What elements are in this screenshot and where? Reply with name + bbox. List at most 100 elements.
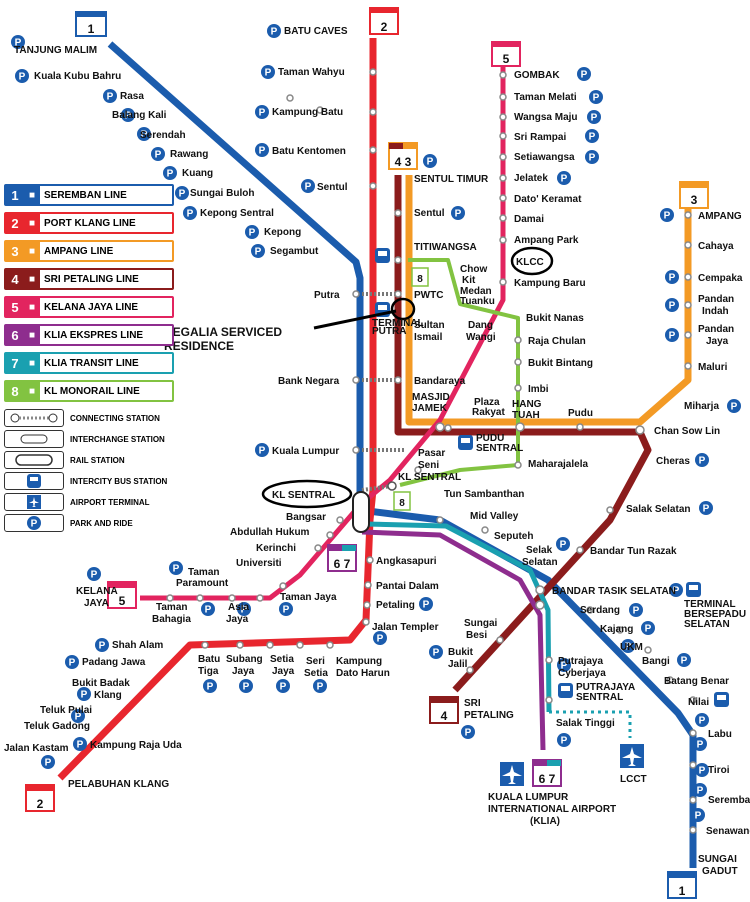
svg-text:1: 1 <box>679 884 686 898</box>
svg-text:SRI: SRI <box>464 698 481 709</box>
interchange-station-icon <box>4 430 64 448</box>
legend-line-label: SEREMBAN LINE <box>44 189 127 201</box>
svg-text:Seputeh: Seputeh <box>494 531 533 542</box>
legend-symbol-row: INTERCHANGE STATION <box>4 429 174 449</box>
legend-line-6: 6■KLIA EKSPRES LINE <box>4 324 174 346</box>
legend-symbol-row: INTERCITY BUS STATION <box>4 471 174 491</box>
svg-text:Chow: Chow <box>460 264 487 275</box>
svg-text:Balang Kali: Balang Kali <box>112 110 167 121</box>
svg-text:8: 8 <box>399 498 405 509</box>
svg-text:Universiti: Universiti <box>236 558 282 569</box>
svg-text:Kampung Raja Uda: Kampung Raja Uda <box>90 740 182 751</box>
svg-text:KL SENTRAL: KL SENTRAL <box>398 472 461 483</box>
svg-text:Jalan Kastam: Jalan Kastam <box>4 743 69 754</box>
svg-text:Rasa: Rasa <box>120 91 144 102</box>
svg-text:Selak: Selak <box>526 545 553 556</box>
svg-text:Bangi: Bangi <box>642 656 670 667</box>
legend-symbol-label: INTERCITY BUS STATION <box>70 476 168 486</box>
train-icon: ■ <box>24 382 40 400</box>
svg-text:PUTRAJAYA: PUTRAJAYA <box>576 682 635 693</box>
legend-line-number: 3 <box>6 242 24 260</box>
svg-text:Petaling: Petaling <box>376 600 415 611</box>
svg-text:Wangsa Maju: Wangsa Maju <box>514 112 578 123</box>
kl-sentral-highlight <box>261 479 353 509</box>
svg-text:Kuala Kubu Bahru: Kuala Kubu Bahru <box>34 71 121 82</box>
svg-text:Tuanku: Tuanku <box>460 296 495 307</box>
svg-text:Padang Jawa: Padang Jawa <box>82 657 146 668</box>
svg-text:(KLIA): (KLIA) <box>530 816 560 827</box>
svg-text:TERMINAL: TERMINAL <box>372 318 424 329</box>
annotation-pointer <box>313 309 397 330</box>
svg-text:Pandan: Pandan <box>698 294 734 305</box>
svg-text:5: 5 <box>119 594 126 608</box>
svg-text:AMPANG: AMPANG <box>698 211 742 222</box>
train-icon: ■ <box>24 270 40 288</box>
svg-text:Miharja: Miharja <box>684 401 719 412</box>
klia-ekspres-line <box>361 529 546 751</box>
train-icon: ■ <box>24 214 40 232</box>
legend-symbol-label: AIRPORT TERMINAL <box>70 497 150 507</box>
svg-text:BATU CAVES: BATU CAVES <box>284 26 348 37</box>
svg-text:Mid Valley: Mid Valley <box>470 511 519 522</box>
svg-text:Sri Rampai: Sri Rampai <box>514 132 566 143</box>
svg-text:GOMBAK: GOMBAK <box>514 70 560 81</box>
klia-transit-line <box>365 521 552 713</box>
legend-line-number: 5 <box>6 298 24 316</box>
badge-line-3: 3 <box>679 181 709 209</box>
svg-text:BERSEPADU: BERSEPADU <box>684 609 746 620</box>
seremban-line <box>107 41 697 868</box>
svg-text:Ismail: Ismail <box>414 332 443 343</box>
legend-line-number: 1 <box>6 186 24 204</box>
badge-line-8-titiwangsa: 8 <box>411 267 429 287</box>
svg-text:Imbi: Imbi <box>528 384 549 395</box>
svg-text:Jaya: Jaya <box>706 336 729 347</box>
svg-text:Seremban: Seremban <box>708 795 750 806</box>
badge-line-2-top: 2 <box>369 7 399 35</box>
svg-text:Cyberjaya: Cyberjaya <box>558 668 606 679</box>
svg-text:Jalan Templer: Jalan Templer <box>372 622 439 633</box>
svg-text:2: 2 <box>37 797 44 811</box>
legend-line-number: 6 <box>6 326 24 344</box>
legend-line-label: SRI PETALING LINE <box>44 273 139 285</box>
legend-line-2: 2■PORT KLANG LINE <box>4 212 174 234</box>
svg-text:Taman Melati: Taman Melati <box>514 92 577 103</box>
svg-text:Tiroi: Tiroi <box>708 765 730 776</box>
svg-text:Bandaraya: Bandaraya <box>414 376 466 387</box>
badge-line-8-sentral: 8 <box>393 491 411 511</box>
svg-text:KELANA: KELANA <box>76 586 118 597</box>
svg-text:Nilai: Nilai <box>688 697 709 708</box>
legend-line-number: 4 <box>6 270 24 288</box>
svg-text:Kampung: Kampung <box>336 656 382 667</box>
svg-text:4 3: 4 3 <box>395 155 412 169</box>
svg-text:Taman Jaya: Taman Jaya <box>280 592 337 603</box>
svg-text:Kerinchi: Kerinchi <box>256 543 296 554</box>
legend-line-7: 7■KLIA TRANSIT LINE <box>4 352 174 374</box>
svg-text:Kepong: Kepong <box>264 227 301 238</box>
legend-line-number: 8 <box>6 382 24 400</box>
svg-text:KL SENTRAL: KL SENTRAL <box>272 490 335 501</box>
svg-text:PWTC: PWTC <box>414 290 443 301</box>
legend-line-label: KLIA EKSPRES LINE <box>44 329 144 341</box>
legend-symbol-row: CONNECTING STATION <box>4 408 174 428</box>
bus-icon <box>4 472 64 490</box>
svg-text:Medan: Medan <box>460 286 492 297</box>
legend-line-3: 3■AMPANG LINE <box>4 240 174 262</box>
svg-text:Teluk Gadong: Teluk Gadong <box>24 721 90 732</box>
svg-text:Kampung Baru: Kampung Baru <box>514 278 586 289</box>
svg-text:RESIDENCE: RESIDENCE <box>164 339 234 353</box>
svg-text:Dato' Keramat: Dato' Keramat <box>514 194 582 205</box>
svg-text:Rawang: Rawang <box>170 149 208 160</box>
svg-text:Indah: Indah <box>702 306 729 317</box>
svg-text:Angkasapuri: Angkasapuri <box>376 556 437 567</box>
svg-text:Selatan: Selatan <box>522 557 558 568</box>
svg-text:Salak Tinggi: Salak Tinggi <box>556 718 615 729</box>
legend-line-number: 2 <box>6 214 24 232</box>
svg-text:Cempaka: Cempaka <box>698 273 743 284</box>
legend-symbol-label: CONNECTING STATION <box>70 413 160 423</box>
svg-text:Labu: Labu <box>708 729 732 740</box>
kl-sentral-monorail-dot <box>387 481 397 491</box>
svg-text:HANG: HANG <box>512 399 542 410</box>
badge-line-1-bottom: 1 <box>667 871 697 899</box>
svg-text:Batu: Batu <box>198 654 220 665</box>
